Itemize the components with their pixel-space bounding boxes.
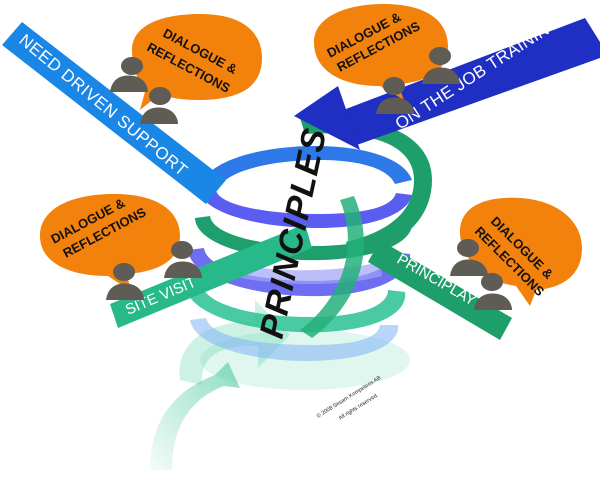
people-figures-top-left bbox=[110, 57, 178, 124]
dialogue-bubble-top-right: DIALOGUE & REFLECTIONS bbox=[314, 4, 448, 100]
person-body-icon bbox=[140, 107, 178, 124]
person-head-icon bbox=[113, 263, 135, 281]
person-head-icon bbox=[171, 241, 193, 259]
person-head-icon bbox=[121, 57, 143, 75]
person-head-icon bbox=[429, 47, 451, 65]
person-body-icon bbox=[164, 261, 202, 278]
person-body-icon bbox=[450, 259, 488, 276]
person-body-icon bbox=[376, 97, 414, 114]
spiral bbox=[185, 117, 432, 361]
person-body-icon bbox=[110, 75, 148, 92]
people-figures-top-right bbox=[376, 47, 460, 114]
person-head-icon bbox=[383, 77, 405, 95]
person-body-icon bbox=[474, 293, 512, 310]
person-body-icon bbox=[422, 67, 460, 84]
people-figures-middle-right bbox=[450, 239, 512, 310]
person-body-icon bbox=[106, 283, 144, 300]
person-head-icon bbox=[457, 239, 479, 257]
dialogue-bubble-middle-right: DIALOGUE & REFLECTIONS bbox=[460, 197, 582, 306]
dialogue-bubble-middle-left: DIALOGUE & REFLECTIONS bbox=[40, 194, 180, 292]
dialogue-bubble-top-left: DIALOGUE & REFLECTIONS bbox=[132, 14, 262, 110]
person-head-icon bbox=[149, 87, 171, 105]
people-figures-middle-left bbox=[106, 241, 202, 300]
person-head-icon bbox=[481, 273, 503, 291]
